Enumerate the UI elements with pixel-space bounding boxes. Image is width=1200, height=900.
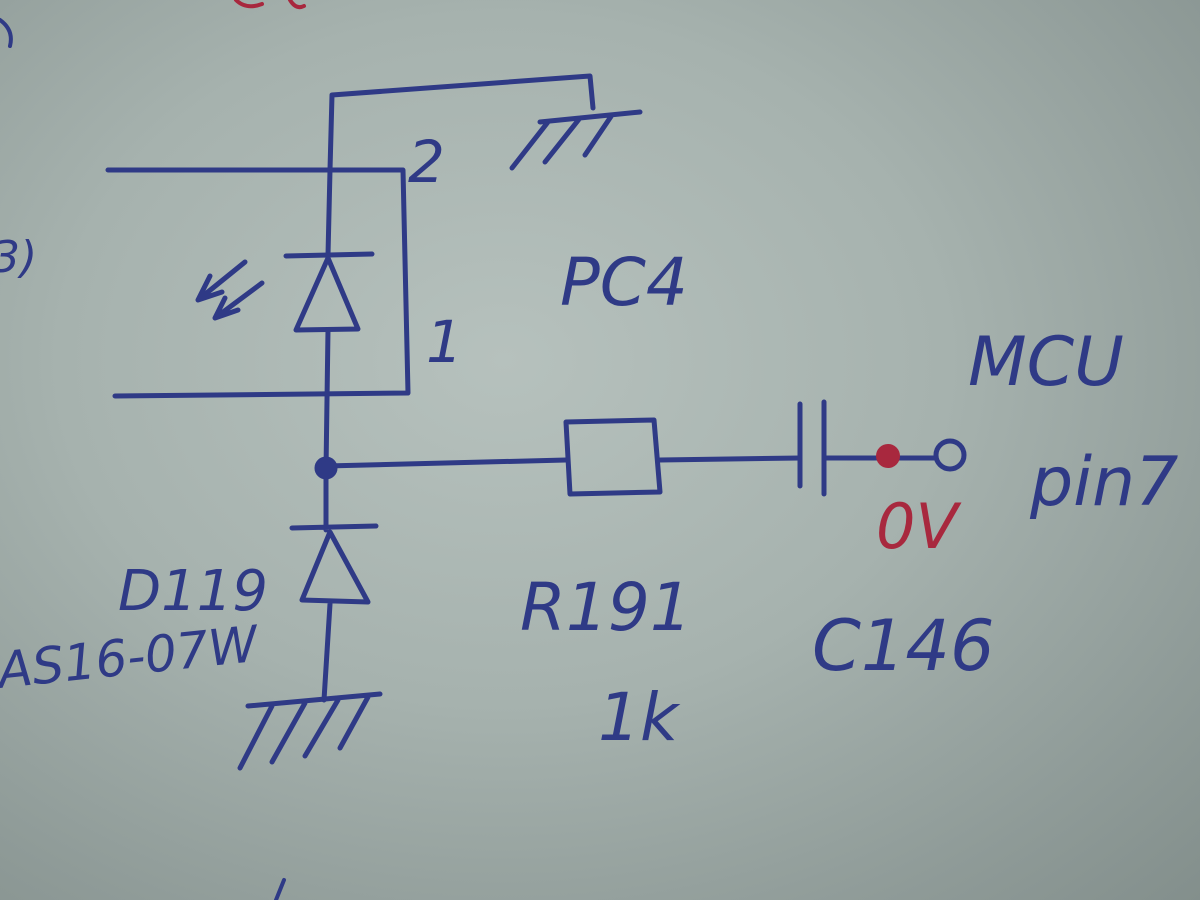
pin-1-label: 1 [426,308,463,376]
bottom-ground-symbol [237,691,383,771]
photocoupler-label: PC4 [560,244,688,321]
signal-wire [323,455,938,469]
zero-volt-dot [876,444,900,468]
capacitor-ref-label: C146 [812,605,995,687]
voltage-label: 0V [876,490,962,563]
diode-symbol [289,473,379,703]
top-ground-symbol [509,109,643,171]
edge-fragment-label: 3) [0,232,37,283]
mcu-pin-label: pin7 [1029,443,1178,522]
mcu-label: MCU [968,323,1124,402]
resistor-value-label: 1k [598,679,681,756]
photocoupler-outline [105,167,411,399]
diode-ref-label: D119 [118,559,268,624]
top-ground-wire [327,73,596,173]
resistor-symbol [563,417,663,497]
mcu-pin-terminal [933,438,967,472]
resistor-ref-label: R191 [520,569,692,646]
capacitor-symbol [797,399,827,497]
edge-scribble-top-red [234,0,306,10]
light-arrows-icon [195,259,265,321]
edge-scribble-bottom [274,878,286,900]
photodiode-symbol [283,251,375,333]
main-vertical-wire [323,167,333,473]
edge-scribble-top-left [0,18,13,48]
diode-part-label: AS16-07W [0,615,262,700]
pin-2-label: 2 [408,128,445,196]
